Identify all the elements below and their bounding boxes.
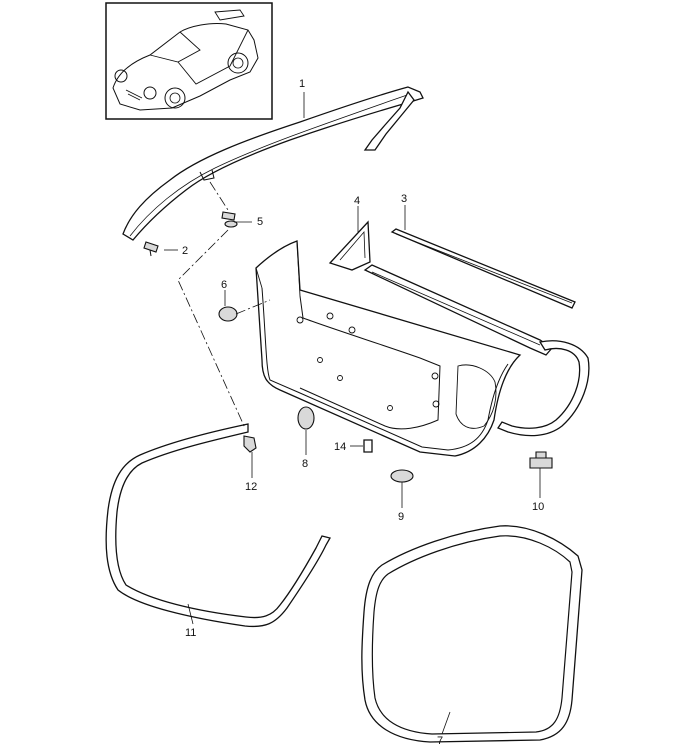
callout-8: 8 bbox=[302, 458, 309, 470]
callout-2: 2 bbox=[182, 245, 189, 257]
callout-6: 6 bbox=[221, 279, 228, 291]
callout-1: 1 bbox=[299, 78, 306, 90]
part-1-window-frame-seal bbox=[122, 86, 424, 241]
part-2-screw bbox=[143, 241, 159, 257]
callout-9: 9 bbox=[398, 511, 405, 523]
callout-4: 4 bbox=[354, 195, 361, 207]
part-5-screw bbox=[221, 211, 238, 228]
car-thumbnail bbox=[105, 2, 273, 120]
callout-7: 7 bbox=[437, 735, 444, 747]
callout-12: 12 bbox=[245, 481, 258, 493]
part-6-cap bbox=[218, 306, 238, 322]
part-14-clip bbox=[363, 439, 373, 453]
part-3-channel-strip bbox=[390, 228, 576, 309]
part-4-mirror-triangle bbox=[328, 220, 371, 271]
callout-11: 11 bbox=[185, 627, 197, 639]
part-11-body-seal bbox=[105, 423, 331, 628]
door-inner-panel bbox=[255, 240, 522, 457]
callout-10: 10 bbox=[532, 501, 545, 513]
part-8-plug bbox=[297, 406, 315, 430]
callout-5: 5 bbox=[257, 216, 264, 228]
callout-14: 14 bbox=[334, 441, 347, 453]
part-9-plug bbox=[390, 469, 414, 483]
door-end-seal bbox=[497, 340, 590, 437]
part-10-clip bbox=[529, 451, 553, 469]
alignment-lines bbox=[177, 181, 271, 429]
part-7-door-seal bbox=[361, 525, 583, 743]
leader-lines bbox=[164, 92, 541, 735]
part-12-screw bbox=[243, 435, 257, 453]
callout-3: 3 bbox=[401, 193, 408, 205]
